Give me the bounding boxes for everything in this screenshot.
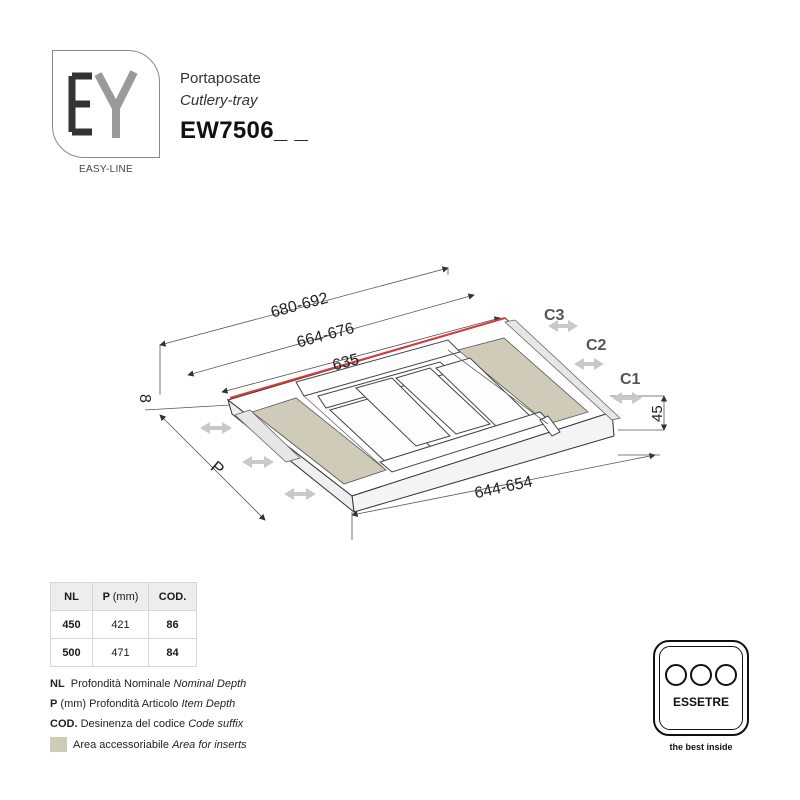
header-nl: NL (50, 582, 93, 611)
clearance-arrows (200, 320, 642, 500)
cell-cod: 84 (148, 638, 197, 667)
ey-logo-mark (68, 70, 138, 138)
legend-it: Profondità Articolo (89, 698, 179, 710)
dim-height: 45 (649, 405, 666, 422)
header-cod: COD. (148, 582, 197, 611)
clearance-c1: C1 (620, 371, 641, 388)
dim-mid-width: 664-676 (295, 320, 356, 352)
legend-en: Item Depth (181, 698, 236, 710)
cell-p: 471 (92, 638, 149, 667)
legend-it: Profondità Nominale (70, 678, 171, 690)
legend-item-area: Area accessoriabile Area for inserts (73, 739, 247, 751)
dim-side-offset: 8 (136, 394, 153, 403)
legend-item-p: P (mm) Profondità Articolo Item Depth (50, 698, 235, 710)
easy-line-logo-frame (52, 50, 160, 158)
spec-table-header: NL P (mm) COD. (50, 582, 197, 611)
spec-table: NL P (mm) COD. 450 421 86 500 471 84 (50, 582, 197, 667)
essetre-name: ESSETRE (672, 695, 729, 709)
legend-item-cod: COD. Desinenza del codice Code suffix (50, 718, 243, 730)
legend-abbr: NL (50, 678, 65, 690)
three-circles-icon (665, 664, 737, 686)
table-row: 450 421 86 (50, 610, 197, 639)
product-code: EW7506_ _ (180, 117, 309, 144)
cell-nl: 450 (50, 610, 93, 639)
insert-area-right (457, 337, 589, 425)
essetre-badge-inner (659, 646, 743, 730)
dim-outer-width: 680-692 (269, 290, 330, 322)
legend-unit: (mm) (60, 698, 87, 710)
dimension-line-p (159, 414, 266, 521)
legend-abbr: COD. (50, 718, 78, 730)
insert-area-swatch (50, 737, 67, 752)
essetre-tagline: the best inside (669, 742, 733, 752)
red-edge (229, 317, 506, 399)
legend-en: Nominal Depth (173, 678, 247, 690)
legend-it: Area accessoriabile (73, 739, 169, 751)
dim-depth-range: 644-654 (473, 473, 534, 502)
legend-abbr: P (50, 698, 58, 710)
header-p-label: P (102, 590, 110, 603)
compartments (295, 339, 561, 473)
cell-p: 421 (92, 610, 149, 639)
essetre-badge (653, 640, 749, 736)
dimension-line-8 (144, 404, 231, 411)
cell-nl: 500 (50, 638, 93, 667)
header-p-unit: (mm) (112, 590, 139, 603)
legend-it: Desinenza del codice (80, 718, 186, 730)
legend-en: Code suffix (188, 718, 244, 730)
dimension-line-depth (351, 452, 656, 518)
dim-p-label: P (207, 457, 228, 479)
table-row: 500 471 84 (50, 638, 197, 667)
product-name-italian: Portaposate (180, 70, 261, 87)
product-name-english: Cutlery-tray (180, 92, 258, 109)
legend-en: Area for inserts (172, 739, 247, 751)
clearance-c2: C2 (586, 337, 607, 354)
dim-inner-width: 635 (331, 351, 361, 374)
side-slides (234, 319, 621, 463)
clearance-c3: C3 (544, 307, 565, 324)
cell-cod: 86 (148, 610, 197, 639)
legend-item-nl: NL Profondità Nominale Nominal Depth (50, 678, 246, 690)
logo-caption: EASY-LINE (78, 164, 134, 175)
dimension-line-inner (221, 316, 501, 394)
header-p: P (mm) (92, 582, 149, 611)
